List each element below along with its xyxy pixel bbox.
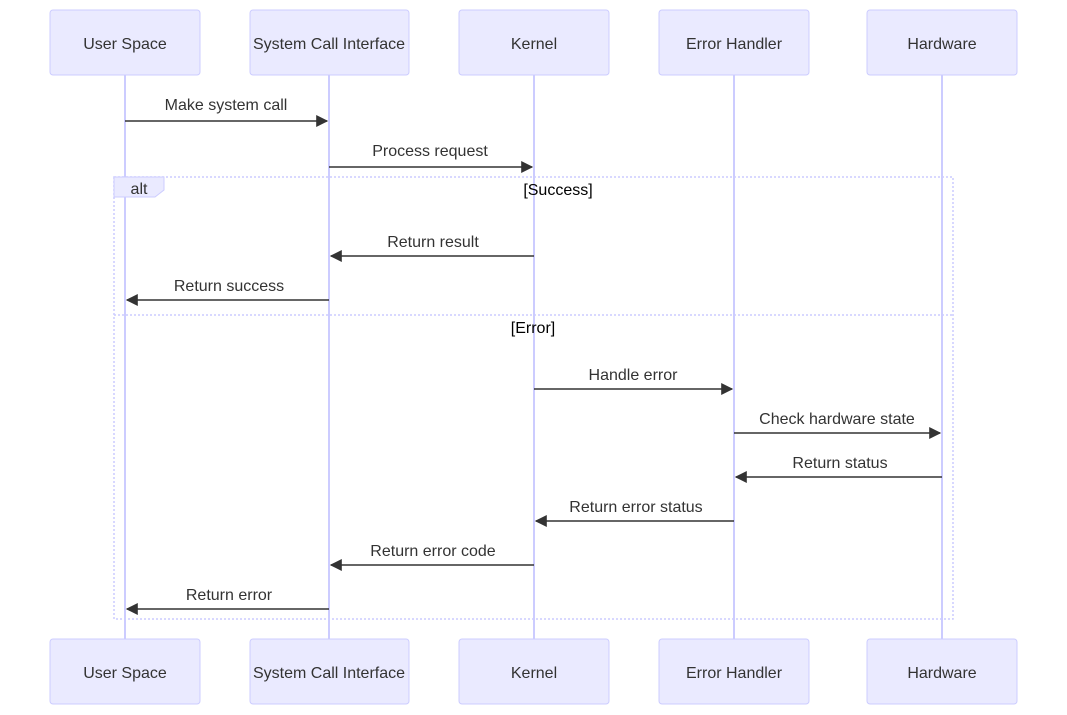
message-label: Return status [792,455,887,472]
actor-label: Kernel [511,665,557,682]
actors-bottom: User Space System Call Interface Kernel … [49,638,1018,705]
actor-hardware[interactable]: Hardware [866,9,1018,76]
actor-system-call-interface[interactable]: System Call Interface [249,9,410,76]
actor-box [458,9,610,76]
actor-label: User Space [83,36,167,53]
message-label: Make system call [165,97,288,114]
actor-user-space-bottom[interactable]: User Space [49,638,201,705]
alt-frame-border [113,176,954,620]
actor-label: Error Handler [686,665,783,682]
actor-label: Kernel [511,36,557,53]
alt-section-condition-error: [Error] [511,320,555,337]
actor-error-handler[interactable]: Error Handler [658,9,810,76]
actor-label: User Space [83,665,167,682]
actors-top: User Space System Call Interface Kernel … [49,9,1018,76]
message-label: Return error status [569,499,702,516]
actor-box [866,9,1018,76]
actor-box [658,9,810,76]
actor-box [249,9,410,76]
message-label: Return result [387,234,479,251]
alt-frame-tag-label: alt [131,181,148,198]
actor-box [49,638,201,705]
actor-error-handler-bottom[interactable]: Error Handler [658,638,810,705]
message-label: Handle error [589,367,679,384]
message-label: Return success [174,278,284,295]
actor-box [249,638,410,705]
message-label: Return error [186,587,273,604]
actor-kernel[interactable]: Kernel [458,9,610,76]
actor-user-space[interactable]: User Space [49,9,201,76]
alt-frame: alt [Success] [Error] [113,176,954,620]
actor-label: Error Handler [686,36,783,53]
actor-kernel-bottom[interactable]: Kernel [458,638,610,705]
message-label: Process request [372,143,488,160]
alt-frame-tag [113,176,165,198]
actor-label: System Call Interface [253,665,405,682]
lifelines [124,75,943,639]
alt-section-condition-success: [Success] [523,182,592,199]
message-label: Return error code [370,543,495,560]
actor-label: Hardware [907,665,976,682]
actor-hardware-bottom[interactable]: Hardware [866,638,1018,705]
actor-label: Hardware [907,36,976,53]
actor-box [866,638,1018,705]
message-label: Check hardware state [759,411,915,428]
actor-label: System Call Interface [253,36,405,53]
actor-box [49,9,201,76]
actor-box [458,638,610,705]
actor-system-call-interface-bottom[interactable]: System Call Interface [249,638,410,705]
actor-box [658,638,810,705]
messages: Make system call Process request Return … [125,97,942,615]
